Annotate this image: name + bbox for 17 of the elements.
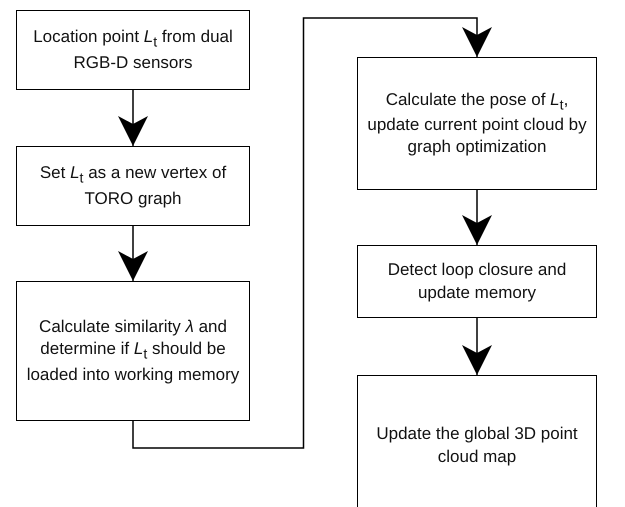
- arrow: [118, 90, 148, 146]
- process-box: [16, 281, 250, 421]
- process-text: Location point L$_{t}$ from dual RGB-D sensors: [32, 26, 234, 74]
- process-text: Calculate the pose of L$_{t}$, update current point cloud by graph optimization: [366, 88, 588, 158]
- arrow: [118, 226, 148, 281]
- process-box: [357, 245, 597, 318]
- process-text: Set L$_{t}$ as a new vertex of TORO graph: [38, 162, 228, 210]
- process-box: [16, 10, 250, 90]
- process-box: [357, 375, 597, 507]
- process-text: Detect loop closure and update memory: [386, 259, 568, 304]
- arrow: [462, 190, 492, 245]
- process-box: [16, 146, 250, 226]
- process-text: Calculate similarity λ and determine if L$_{t}$ should be loaded into working memory: [26, 316, 240, 386]
- process-box: [357, 57, 597, 190]
- process-text: Update the global 3D point cloud map: [375, 423, 579, 468]
- arrow: [132, 17, 492, 449]
- arrow: [462, 318, 492, 375]
